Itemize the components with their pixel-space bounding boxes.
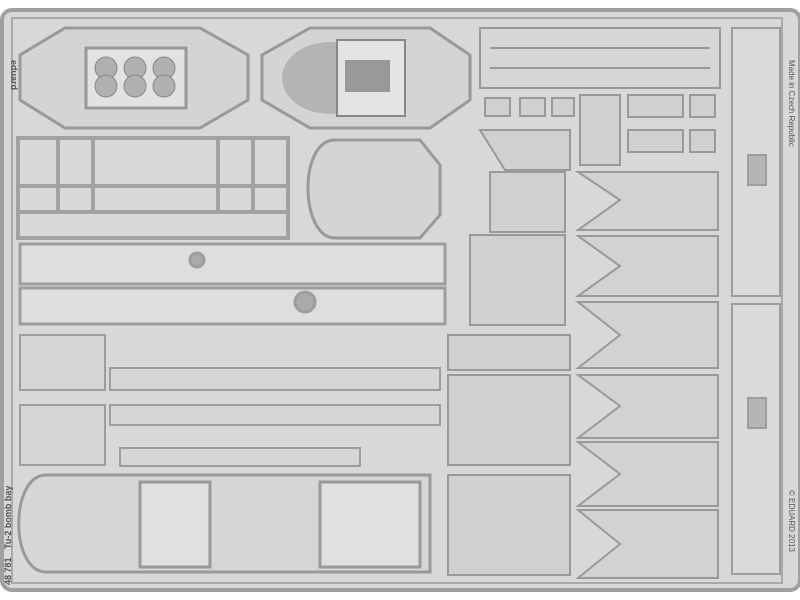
part-right-panels [731,27,781,575]
part-wheels [94,56,176,98]
part-oval-door-small [306,138,442,240]
origin-text: Made in Czech Republic [787,60,796,147]
fret-title: Tu-2 bomb bay [3,486,13,549]
part-lower-brackets [447,374,571,576]
part-rack-frame [16,136,290,240]
part-small-brackets [447,94,716,371]
copyright-text: © EDUARD 2013 [787,490,796,552]
fret-catalog-label: 48 781 Tu-2 bomb bay [3,486,13,585]
catalog-number: 48 781 [3,557,13,585]
part-oval-door-middle [260,26,472,130]
part-bay-strips [19,334,441,467]
fret-inner-frame [11,17,783,584]
part-long-panels [18,242,447,326]
brand-logo: eduard [9,60,19,90]
part-top-right-strip [479,27,721,89]
part-bottom-door [17,473,432,574]
part-fins [574,171,719,579]
